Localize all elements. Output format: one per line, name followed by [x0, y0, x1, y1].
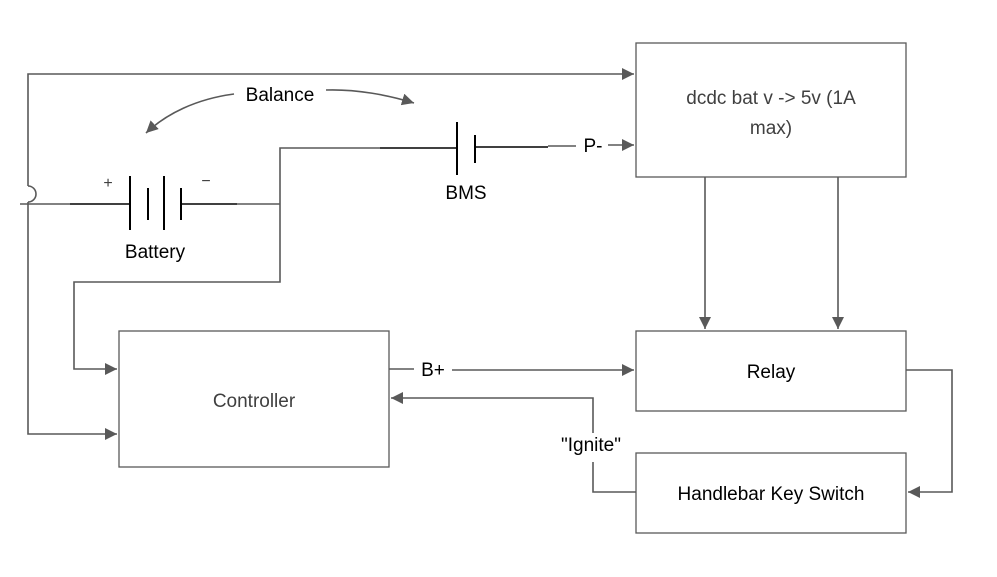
balance-arrow-to-bms	[325, 89, 415, 106]
wire-left-rail-hop	[27, 185, 37, 203]
battery-label: Battery	[125, 242, 186, 263]
wire-ignite-to-controller	[391, 392, 594, 433]
bms-symbol[interactable]: BMS	[380, 122, 548, 204]
p-minus-label: P-	[584, 136, 603, 157]
dcdc-label-line2: max)	[750, 118, 792, 139]
battery-minus-sign: −	[201, 173, 210, 190]
wire-key-switch-to-ignite	[592, 462, 636, 493]
wire-junction-to-controller	[73, 204, 281, 375]
key-switch-node[interactable]: Handlebar Key Switch	[635, 452, 907, 534]
balance-label: Balance	[246, 85, 315, 106]
wire-left-rail-to-dcdc	[27, 68, 634, 186]
wire-relay-to-key-switch	[906, 369, 953, 498]
dcdc-label-line1: dcdc bat v -> 5v (1A	[686, 88, 856, 109]
ignite-label: "Ignite"	[561, 435, 621, 456]
bms-label: BMS	[445, 183, 486, 204]
wire-junction-to-bms	[279, 147, 380, 204]
relay-label: Relay	[747, 362, 796, 383]
controller-label: Controller	[213, 391, 296, 412]
key-switch-label: Handlebar Key Switch	[678, 484, 865, 505]
dcdc-converter-node[interactable]: dcdc bat v -> 5v (1A max)	[635, 42, 907, 178]
balance-arrow-to-battery	[145, 93, 235, 134]
battery-plus-sign: +	[103, 175, 112, 192]
controller-node[interactable]: Controller	[118, 330, 390, 468]
wire-left-rail-to-controller	[27, 202, 117, 440]
b-plus-label: B+	[421, 360, 445, 381]
relay-node[interactable]: Relay	[635, 330, 907, 412]
battery-symbol[interactable]: + − Battery	[70, 173, 237, 263]
